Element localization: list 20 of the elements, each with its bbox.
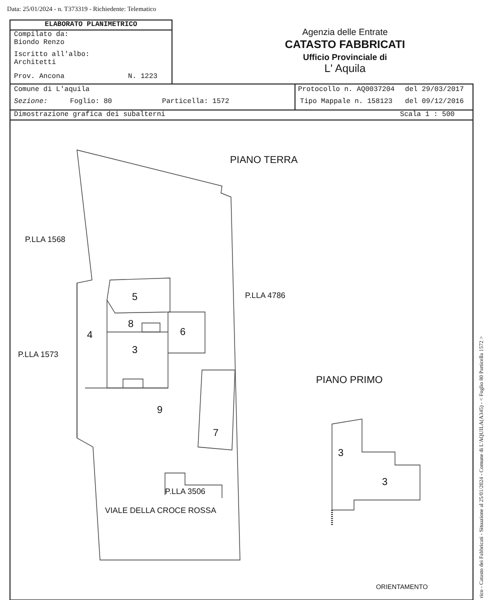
room-number: 8: [128, 319, 134, 330]
room-number: 7: [213, 428, 219, 439]
parcel-label: P.LLA 1573: [18, 351, 58, 360]
office-name: Agenzia delle Entrate: [302, 28, 388, 38]
room-number: 3: [132, 345, 138, 356]
floor-heading: PIANO PRIMO: [316, 375, 383, 386]
street-name: VIALE DELLA CROCE ROSSA: [105, 507, 216, 516]
room-number: 3: [338, 448, 344, 459]
parcel-label: P.LLA 1568: [25, 236, 66, 245]
room-number: 9: [157, 405, 163, 416]
parcel-label: P.LLA 4786: [245, 292, 286, 301]
office-heading: CATASTO FABBRICATI: [284, 39, 406, 52]
floor-heading: PIANO TERRA: [230, 155, 298, 166]
room-number: 4: [87, 330, 93, 341]
office-name: L' Aquila: [324, 63, 366, 76]
room-number: 3: [382, 477, 388, 488]
room-number: 5: [132, 292, 138, 303]
room-number: 6: [180, 327, 186, 338]
parcel-label: P.LLA 3506: [165, 488, 206, 497]
office-name: Ufficio Provinciale di: [302, 53, 388, 62]
